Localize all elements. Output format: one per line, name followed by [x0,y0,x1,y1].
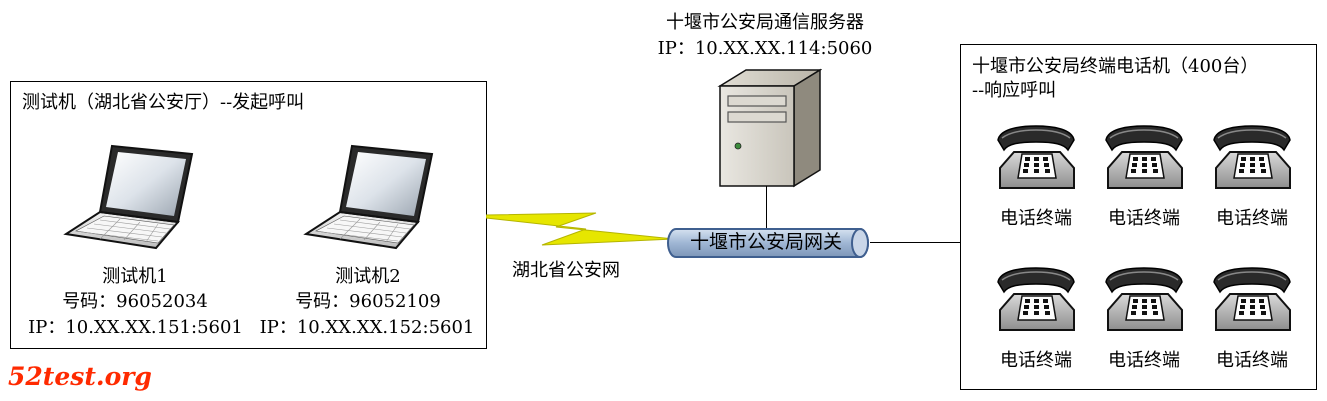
laptop-2-name: 测试机2 [335,266,401,287]
network-label: 湖北省公安网 [512,260,620,281]
phone-icon [1102,266,1186,338]
laptop-2-number: 号码：96052109 [295,291,441,312]
lightning-icon [486,212,675,246]
server-title: 十堰市公安局通信服务器 [666,12,864,33]
laptop-icon [300,140,440,250]
phone-icon [1210,266,1294,338]
laptop-icon [60,140,200,250]
phone-icon [1210,124,1294,196]
laptop-2-ip: IP：10.XX.XX.152:5601 [259,317,475,338]
terminal-panel [960,44,1317,390]
gateway-to-phones-line [870,242,960,243]
terminal-panel-title-line2: --响应呼叫 [972,80,1057,101]
server-to-gateway-line [766,186,767,228]
phone-label: 电话终端 [1216,208,1288,229]
server-icon [717,68,822,188]
laptop-1-ip: IP：10.XX.XX.151:5601 [28,317,243,338]
phone-label: 电话终端 [1108,208,1180,229]
phone-icon [994,124,1078,196]
laptop-1-number: 号码：96052034 [62,291,208,312]
gateway-label: 十堰市公安局网关 [689,231,842,253]
phone-icon [994,266,1078,338]
phone-label: 电话终端 [1000,208,1072,229]
terminal-panel-title-line1: 十堰市公安局终端电话机（400台） [972,56,1259,77]
watermark: 52test.org [8,362,152,391]
phone-label: 电话终端 [1000,350,1072,371]
phone-icon [1102,124,1186,196]
laptop-1-name: 测试机1 [102,266,168,287]
phone-label: 电话终端 [1108,350,1180,371]
gateway-pipe [667,228,869,258]
server-ip: IP：10.XX.XX.114:5060 [657,38,873,59]
caller-panel-title: 测试机（湖北省公安厅）--发起呼叫 [22,92,305,113]
phone-label: 电话终端 [1216,350,1288,371]
